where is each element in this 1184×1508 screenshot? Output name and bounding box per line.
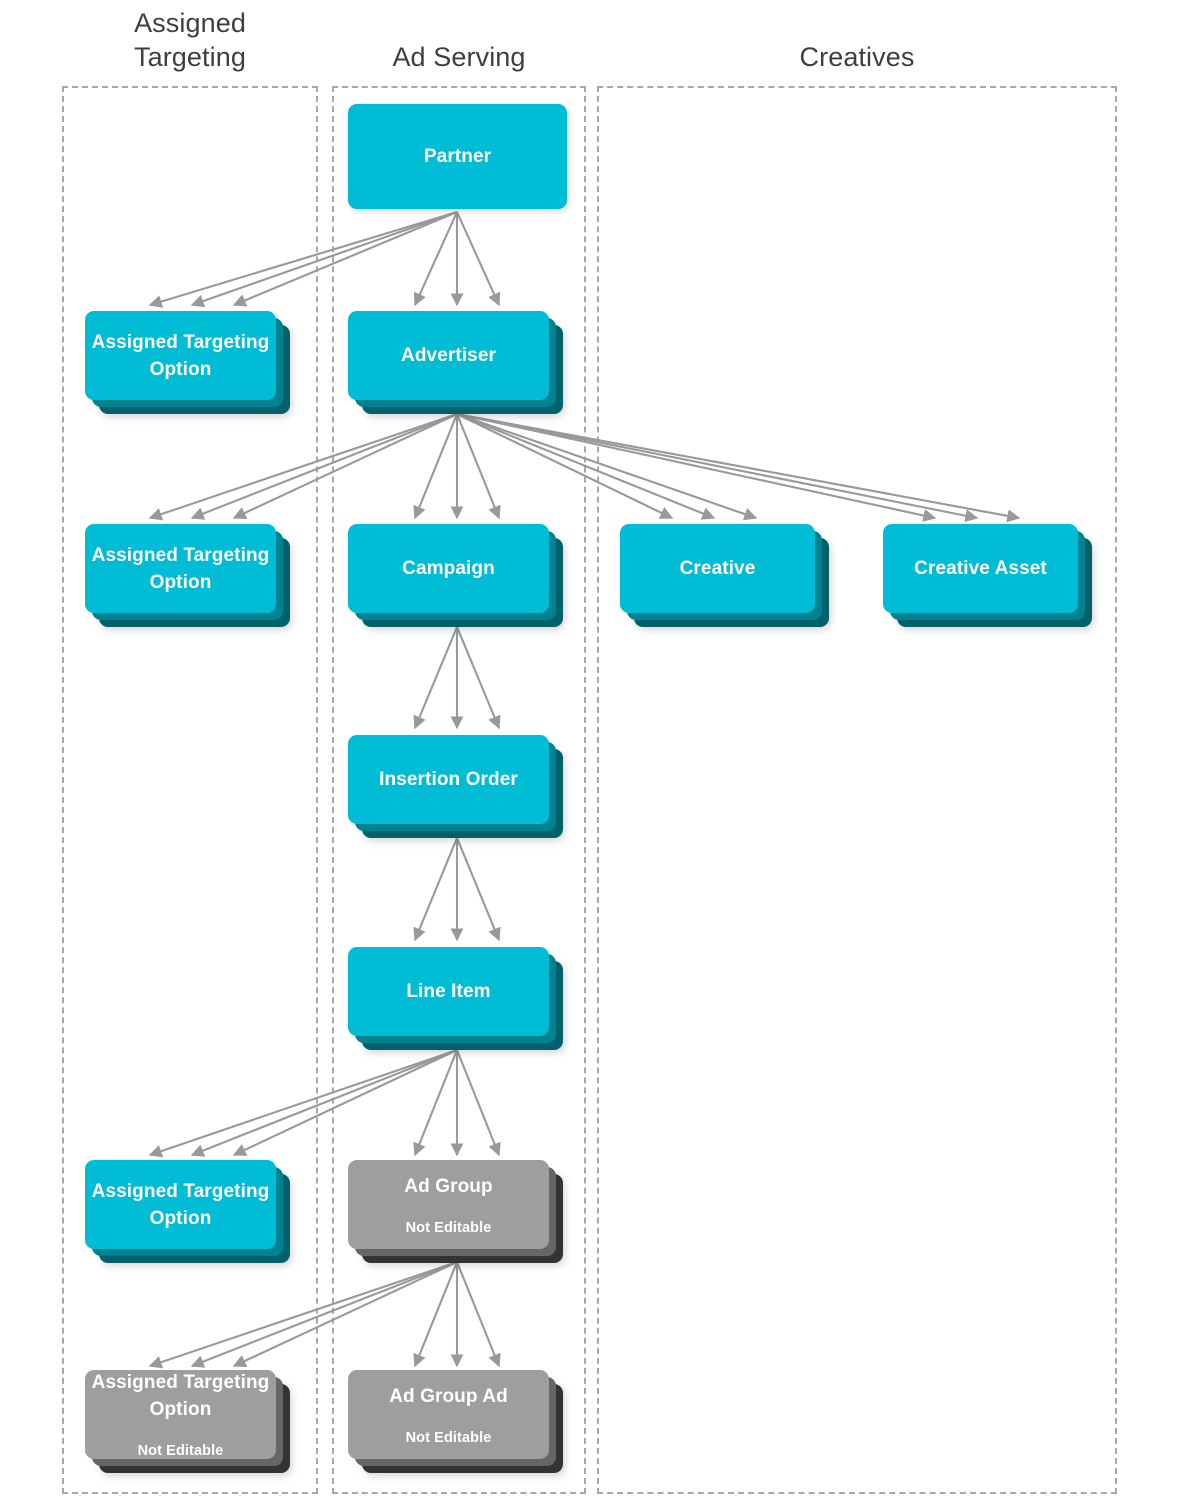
- node-surface: [883, 524, 1078, 613]
- column-header-line-2: Targeting: [134, 42, 246, 72]
- node-assigned-targeting-option-line-item[interactable]: Assigned Targeting Option: [85, 1160, 292, 1266]
- column-header-label: Ad Serving: [392, 42, 526, 72]
- node-label-wrap: Partner: [348, 104, 567, 209]
- node-title: Creative: [679, 558, 756, 579]
- node-surface: [85, 1370, 276, 1459]
- node-label-wrap: Creative Asset: [883, 524, 1078, 613]
- node-label-wrap: Campaign: [348, 524, 549, 613]
- node-label-wrap: Ad Group Not Editable: [348, 1160, 549, 1249]
- node-campaign[interactable]: Campaign: [348, 524, 565, 630]
- node-title: Assigned Targeting Option: [91, 331, 270, 380]
- node-title: Campaign: [402, 558, 495, 579]
- node-ad-group-ad[interactable]: Ad Group Ad Not Editable: [348, 1370, 565, 1476]
- column-header-creatives: Creatives: [597, 40, 1117, 74]
- column-header-ad-serving: Ad Serving: [332, 40, 586, 74]
- node-assigned-targeting-option-partner[interactable]: Assigned Targeting Option: [85, 311, 292, 417]
- node-label-wrap: Assigned Targeting Option: [85, 311, 276, 400]
- node-surface: [620, 524, 815, 613]
- node-title: Insertion Order: [379, 769, 518, 790]
- node-surface: [348, 1160, 549, 1249]
- node-surface: [348, 947, 549, 1036]
- node-title: Ad Group: [404, 1175, 493, 1197]
- node-surface: [348, 524, 549, 613]
- node-insertion-order[interactable]: Insertion Order: [348, 735, 565, 841]
- node-label-wrap: Assigned Targeting Option Not Editable: [85, 1370, 276, 1459]
- node-surface: [85, 311, 276, 400]
- node-creative[interactable]: Creative: [620, 524, 831, 630]
- node-title: Ad Group Ad: [389, 1385, 508, 1407]
- node-title: Assigned Targeting Option: [91, 1180, 270, 1229]
- node-line-item[interactable]: Line Item: [348, 947, 565, 1053]
- node-badge-not-editable: Not Editable: [405, 1219, 492, 1236]
- node-label-wrap: Assigned Targeting Option: [85, 524, 276, 613]
- node-surface: [348, 1370, 549, 1459]
- column-header-assigned-targeting: Assigned Targeting: [62, 6, 318, 74]
- column-header-line-1: Assigned: [134, 8, 246, 38]
- node-surface: [348, 311, 549, 400]
- group-container-ad-serving: [332, 86, 586, 1494]
- node-assigned-targeting-option-ad-group[interactable]: Assigned Targeting Option Not Editable: [85, 1370, 292, 1476]
- column-header-label: Creatives: [799, 42, 915, 72]
- node-creative-asset[interactable]: Creative Asset: [883, 524, 1094, 630]
- node-advertiser[interactable]: Advertiser: [348, 311, 565, 417]
- node-title: Creative Asset: [914, 558, 1047, 579]
- node-ad-group[interactable]: Ad Group Not Editable: [348, 1160, 565, 1266]
- node-partner[interactable]: Partner: [348, 104, 569, 212]
- node-surface: [348, 104, 567, 209]
- node-label-wrap: Ad Group Ad Not Editable: [348, 1370, 549, 1459]
- node-surface: [85, 524, 276, 613]
- node-surface: [85, 1160, 276, 1249]
- node-label-wrap: Creative: [620, 524, 815, 613]
- node-surface: [348, 735, 549, 824]
- node-title: Assigned Targeting Option: [91, 1372, 270, 1420]
- node-label-wrap: Insertion Order: [348, 735, 549, 824]
- group-container-assigned-targeting: [62, 86, 318, 1494]
- node-label-wrap: Advertiser: [348, 311, 549, 400]
- node-badge-not-editable: Not Editable: [137, 1443, 224, 1459]
- node-title: Advertiser: [401, 345, 496, 366]
- node-label-wrap: Assigned Targeting Option: [85, 1160, 276, 1249]
- node-label-wrap: Line Item: [348, 947, 549, 1036]
- node-badge-not-editable: Not Editable: [405, 1429, 492, 1446]
- node-title: Assigned Targeting Option: [91, 544, 270, 593]
- group-container-creatives: [597, 86, 1117, 1494]
- node-assigned-targeting-option-advertiser[interactable]: Assigned Targeting Option: [85, 524, 292, 630]
- node-title: Partner: [423, 146, 492, 167]
- node-title: Line Item: [406, 981, 491, 1002]
